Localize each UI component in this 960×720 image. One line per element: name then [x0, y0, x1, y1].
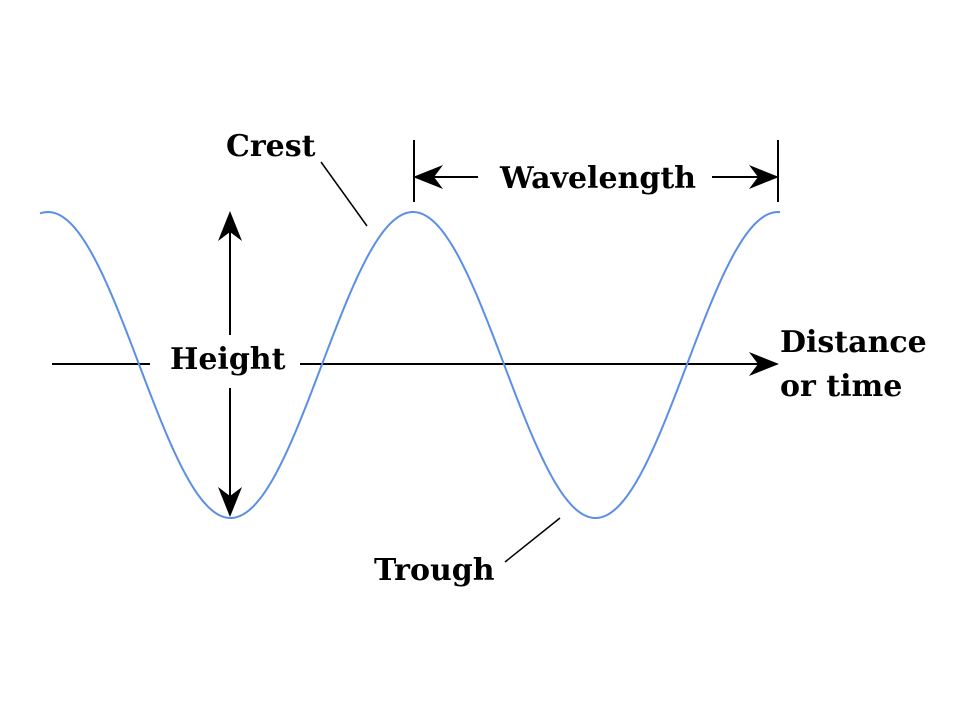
trough-leader-line: [504, 517, 561, 563]
trough-label: Trough: [374, 553, 495, 588]
distance-label-line1: Distance: [780, 325, 927, 360]
height-label: Height: [170, 342, 286, 377]
crest-label: Crest: [226, 129, 316, 164]
crest-leader-line: [320, 161, 368, 227]
wavelength-label: Wavelength: [499, 161, 696, 196]
wave-curve: [39, 210, 781, 519]
distance-label-line2: or time: [780, 369, 902, 404]
